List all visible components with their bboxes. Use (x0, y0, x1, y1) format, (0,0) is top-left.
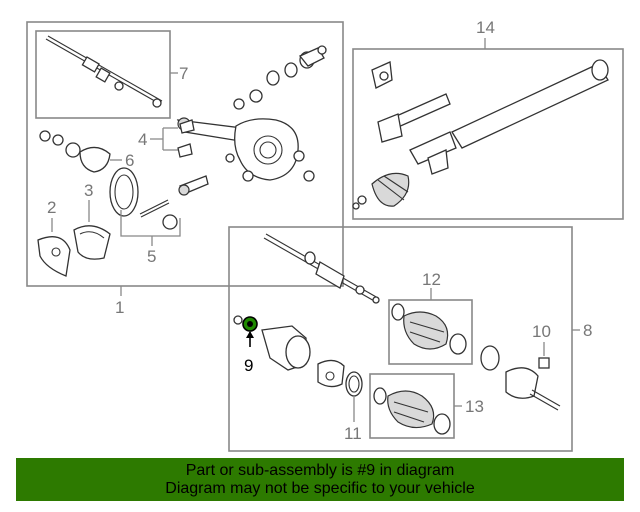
part-8-inner-shaft[interactable] (263, 233, 380, 304)
leader-4 (150, 127, 178, 151)
part-pinion-set[interactable] (233, 45, 327, 182)
callout-14[interactable]: 14 (476, 18, 495, 37)
group-14-propeller-shaft: 14 (352, 18, 624, 220)
part-2-dust-cover[interactable] (37, 236, 71, 277)
banner-line-1: Part or sub-assembly is #9 in diagram (185, 462, 455, 479)
callout-10[interactable]: 10 (532, 322, 551, 341)
part-12-boot-kit[interactable] (391, 303, 467, 355)
callout-8[interactable]: 8 (583, 321, 592, 340)
leader-5 (120, 210, 181, 246)
part-5-pins[interactable] (139, 175, 209, 230)
callout-2[interactable]: 2 (47, 198, 56, 217)
callout-4[interactable]: 4 (138, 130, 147, 149)
part-7-shaft[interactable] (45, 35, 163, 108)
part-13-boot-kit[interactable] (373, 387, 451, 435)
part-differential-housing[interactable] (176, 117, 299, 182)
part-side-bearings[interactable] (39, 130, 111, 173)
part-10-nut[interactable] (538, 357, 550, 369)
group-7-box (35, 30, 171, 119)
part-11-clip[interactable] (345, 371, 363, 397)
group-14-box (352, 48, 624, 220)
part-3-shield[interactable] (73, 225, 111, 260)
part-14-shaft[interactable] (352, 59, 609, 210)
banner-line-2: Diagram may not be specific to your vehi… (165, 480, 475, 497)
group-1-differential: 1 7 (26, 21, 344, 317)
part-cv-joint-inner[interactable] (261, 325, 345, 388)
callout-3[interactable]: 3 (84, 181, 93, 200)
group-1-box (26, 21, 344, 287)
callout-11[interactable]: 11 (344, 424, 362, 443)
callout-6[interactable]: 6 (125, 151, 134, 170)
callout-1[interactable]: 1 (115, 298, 124, 317)
part-4-clips[interactable] (177, 119, 195, 158)
part-9-highlighted[interactable] (233, 315, 258, 332)
group-8-box (228, 226, 573, 452)
part-ring-gear[interactable] (109, 167, 139, 217)
callout-5[interactable]: 5 (147, 247, 156, 266)
group-8-drive-shaft: 8 12 9 (228, 226, 592, 452)
part-cv-joint-outer[interactable] (480, 345, 561, 411)
highlight-notice-banner: Part or sub-assembly is #9 in diagram Di… (16, 458, 624, 501)
callout-13[interactable]: 13 (465, 397, 484, 416)
callout-7[interactable]: 7 (179, 64, 188, 83)
callout-12[interactable]: 12 (422, 270, 441, 289)
callout-9[interactable]: 9 (244, 356, 253, 375)
